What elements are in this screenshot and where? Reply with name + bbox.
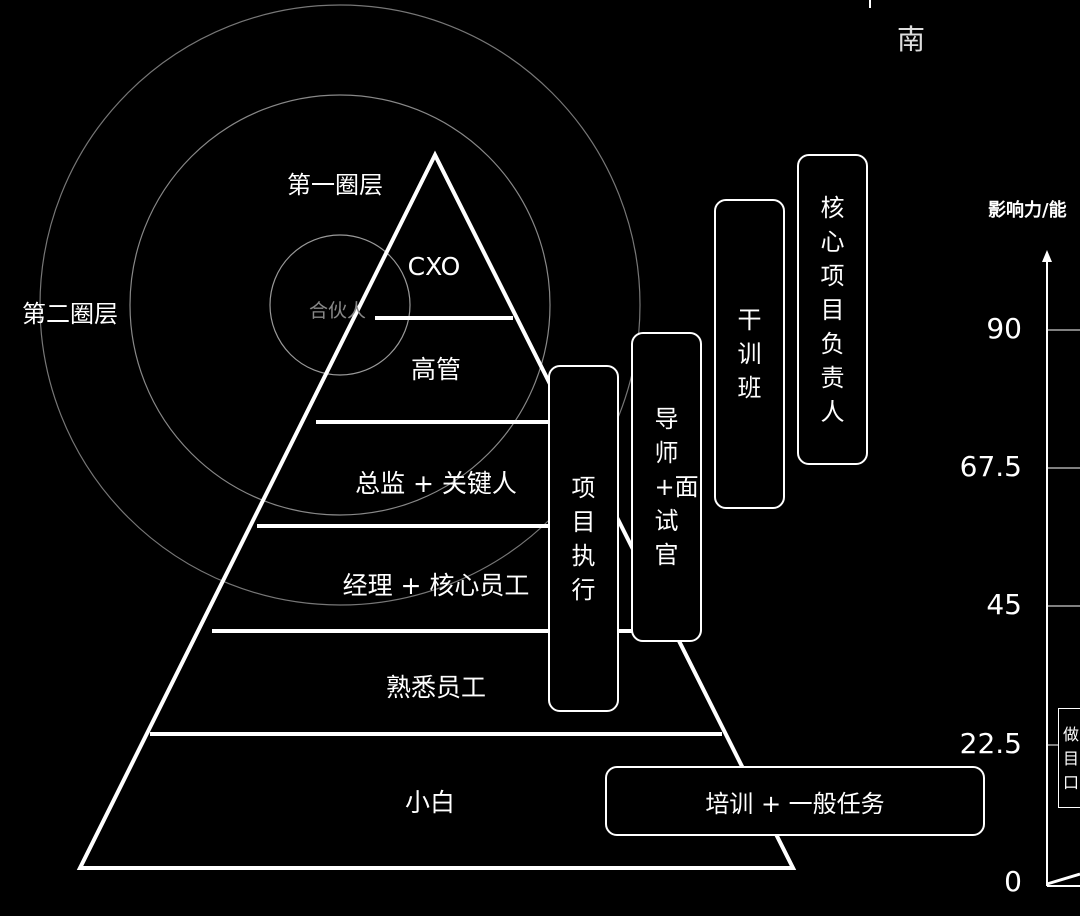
program-label: 干训班	[737, 306, 762, 402]
level-familiar: 熟悉员工	[385, 673, 487, 702]
program-label: 导师+面试官	[654, 405, 699, 569]
arrow-up-icon	[1042, 250, 1052, 262]
tick-label: 90	[986, 312, 1022, 345]
tick-label: 0	[1004, 865, 1022, 898]
middle-circle-label: 第一圈层	[287, 171, 383, 199]
side-box: 做目口	[1058, 708, 1080, 808]
program-label: 核心项目负责人	[820, 193, 845, 426]
tick-label: 45	[986, 588, 1022, 621]
axis-label: 影响力/能	[988, 200, 1067, 221]
inner-circle	[269, 234, 411, 376]
level-manager: 经理 + 核心员工	[342, 571, 530, 600]
program-training: 培训 + 一般任务	[605, 766, 985, 836]
program-core-lead: 核心项目负责人	[797, 154, 868, 465]
program-label: 培训 + 一般任务	[705, 789, 885, 818]
outer-circle	[39, 4, 641, 606]
tick-label: 67.5	[959, 450, 1022, 483]
level-novice: 小白	[404, 788, 456, 817]
outer-circle-label: 第二圈层	[22, 300, 118, 328]
middle-circle	[129, 94, 551, 516]
inner-circle-label: 合伙人	[309, 300, 367, 322]
tick-label: 22.5	[959, 727, 1022, 760]
level-director: 总监 + 关键人	[355, 469, 517, 498]
side-box-label: 做目口	[1063, 725, 1080, 792]
level-executive: 高管	[410, 355, 462, 384]
program-mentor: 导师+面试官	[631, 332, 702, 642]
program-label: 项目执行	[571, 473, 596, 604]
level-cxo: CXO	[407, 252, 461, 281]
program-project-exec: 项目执行	[548, 365, 619, 712]
top-label: 南	[897, 23, 926, 56]
program-cadre: 干训班	[714, 199, 785, 509]
